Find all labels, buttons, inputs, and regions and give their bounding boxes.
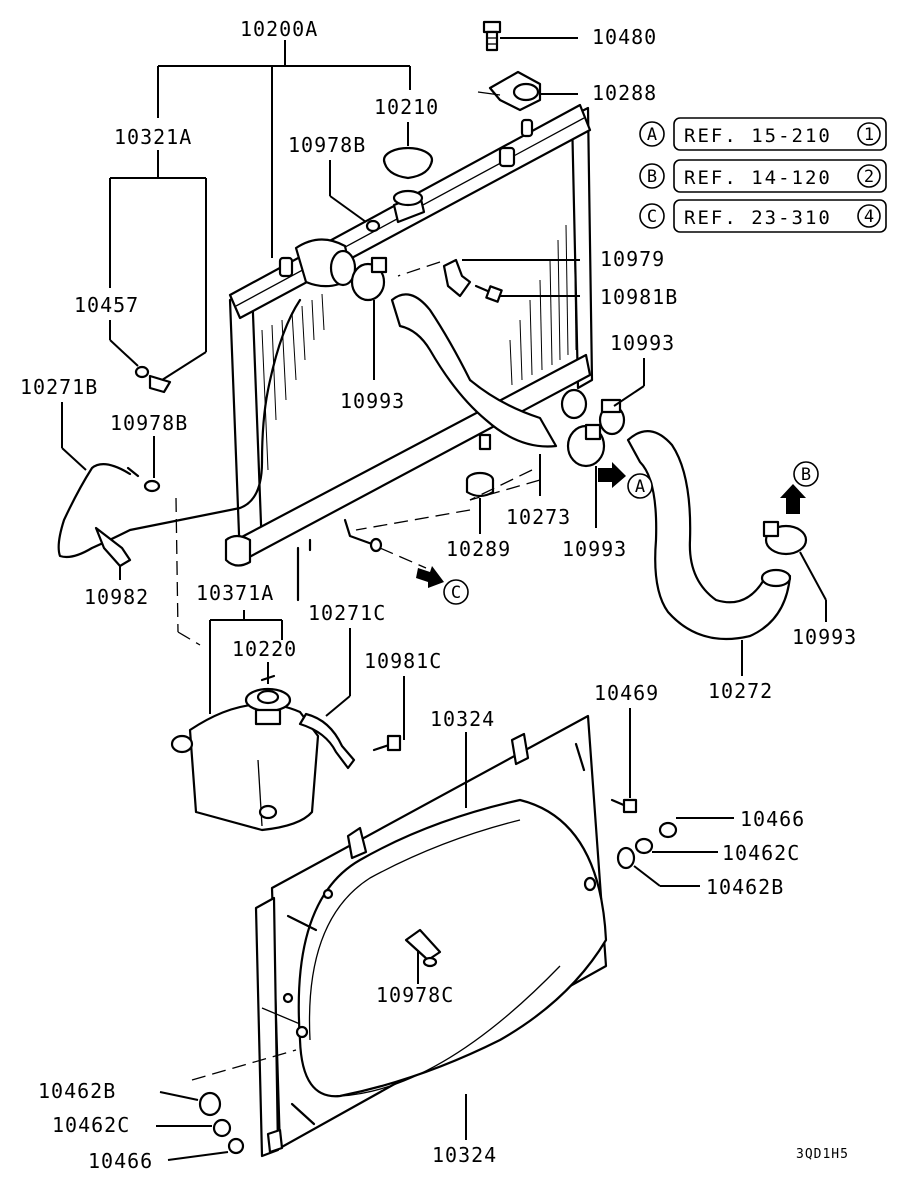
label-10220[interactable]: 10220	[232, 637, 297, 661]
label-10981b[interactable]: 10981B	[600, 285, 678, 309]
label-10979[interactable]: 10979	[600, 247, 665, 271]
reference-number: 1	[864, 125, 874, 145]
reference-text: REF. 23-310	[684, 207, 832, 229]
label-10321a[interactable]: 10321A	[114, 125, 192, 149]
label-10466-right[interactable]: 10466	[740, 807, 805, 831]
label-10981c[interactable]: 10981C	[364, 649, 442, 673]
label-10271b[interactable]: 10271B	[20, 375, 98, 399]
label-10324-top[interactable]: 10324	[430, 707, 495, 731]
radiator-cap	[382, 146, 434, 180]
nut-10466-left	[227, 1137, 245, 1155]
label-10288[interactable]: 10288	[592, 81, 657, 105]
label-10457[interactable]: 10457	[74, 293, 139, 317]
label-10462b-right[interactable]: 10462B	[706, 875, 784, 899]
label-10371a[interactable]: 10371A	[196, 581, 274, 605]
reference-letter: B	[647, 167, 657, 187]
arrow-marker-a: A	[635, 477, 645, 497]
bolt-10981c	[372, 734, 402, 752]
part-labels: 10200A 10480 10288 10210 10321A 10978B 1…	[20, 17, 857, 1173]
label-10993-mid[interactable]: 10993	[340, 389, 405, 413]
arrow-marker-b: B	[801, 465, 811, 485]
washer-10462c-right	[634, 837, 654, 855]
washer-10462b-left	[198, 1091, 222, 1117]
assembly-dashed-lines	[175, 261, 541, 1081]
upper-hose-10273	[390, 293, 558, 448]
hose-clamp-10993-mid	[350, 256, 388, 302]
label-10982[interactable]: 10982	[84, 585, 149, 609]
reference-letter: A	[647, 125, 657, 145]
label-10272[interactable]: 10272	[708, 679, 773, 703]
label-10271c[interactable]: 10271C	[308, 601, 386, 625]
reference-text: REF. 15-210	[684, 125, 832, 147]
washer-10462c-left	[212, 1118, 232, 1138]
clip-10457	[134, 365, 172, 394]
label-10466-left[interactable]: 10466	[88, 1149, 153, 1173]
hose-clamp-10993-right	[762, 520, 808, 556]
hose-10271c	[298, 712, 356, 770]
label-10978b-left[interactable]: 10978B	[110, 411, 188, 435]
label-10324-bottom[interactable]: 10324	[432, 1143, 497, 1167]
reference-number: 2	[864, 167, 874, 187]
leader-lines	[61, 37, 827, 1161]
reference-row-b[interactable]: B REF. 14-120 2	[639, 159, 887, 193]
clip-10978b-top	[365, 219, 381, 233]
arrow-to-b[interactable]: B	[780, 461, 819, 514]
nut-10466-right	[658, 821, 678, 839]
reference-number: 4	[864, 207, 874, 227]
label-10469[interactable]: 10469	[594, 681, 659, 705]
label-10210[interactable]: 10210	[374, 95, 439, 119]
label-10289[interactable]: 10289	[446, 537, 511, 561]
reference-row-c[interactable]: C REF. 23-310 4	[639, 199, 887, 233]
label-10462c-right[interactable]: 10462C	[722, 841, 800, 865]
reference-row-a[interactable]: A REF. 15-210 1	[639, 117, 887, 151]
reserve-tank-10371a	[170, 674, 320, 832]
reference-table: A REF. 15-210 1 B REF. 14-120 2 C REF. 2…	[639, 117, 887, 233]
reference-text: REF. 14-120	[684, 167, 832, 189]
bolt-10981b	[474, 284, 503, 303]
arrow-to-a[interactable]: A	[598, 462, 653, 499]
label-10993-right[interactable]: 10993	[792, 625, 857, 649]
label-10480[interactable]: 10480	[592, 25, 657, 49]
hose-clamp-10993-right-top	[598, 398, 626, 436]
label-10993-right-top[interactable]: 10993	[610, 331, 675, 355]
clip-10978c	[404, 928, 442, 968]
label-10978c[interactable]: 10978C	[376, 983, 454, 1007]
label-10462b-left[interactable]: 10462B	[38, 1079, 116, 1103]
label-10200a[interactable]: 10200A	[240, 17, 318, 41]
bracket-10979	[442, 258, 472, 298]
label-10978b-top[interactable]: 10978B	[288, 133, 366, 157]
bolt-10469	[610, 798, 638, 814]
clip-10982	[94, 526, 132, 568]
reference-letter: C	[647, 207, 657, 227]
fan-shroud-10324	[254, 714, 608, 1158]
drawing-code: 3QD1H5	[796, 1147, 849, 1162]
clip-10978b-left	[143, 479, 161, 493]
bracket-10288	[477, 70, 542, 112]
arrow-to-c[interactable]: C	[416, 566, 469, 605]
washer-10462b-right	[616, 846, 636, 870]
label-10462c-left[interactable]: 10462C	[52, 1113, 130, 1137]
hose-clamp-10993-center	[566, 423, 606, 468]
overflow-hose-10271b	[57, 460, 264, 559]
rubber-mount-10289	[465, 471, 495, 498]
label-10273[interactable]: 10273	[506, 505, 571, 529]
arrow-marker-c: C	[451, 583, 461, 603]
bolt-10480	[482, 20, 502, 52]
label-10993-center[interactable]: 10993	[562, 537, 627, 561]
filler-neck	[392, 189, 426, 224]
